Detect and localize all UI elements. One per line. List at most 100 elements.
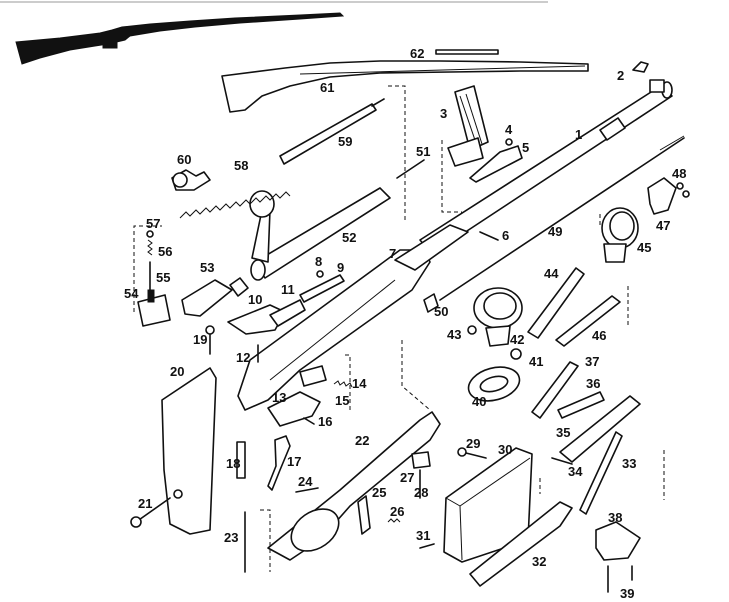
part-label-61: 61 — [320, 80, 334, 95]
part-label-27: 27 — [400, 470, 414, 485]
part-label-2: 2 — [617, 68, 624, 83]
part-label-47: 47 — [656, 218, 670, 233]
part-label-35: 35 — [556, 425, 570, 440]
part-label-43: 43 — [447, 327, 461, 342]
part-label-58: 58 — [234, 158, 248, 173]
part-label-21: 21 — [138, 496, 152, 511]
part-label-20: 20 — [170, 364, 184, 379]
part-label-22: 22 — [355, 433, 369, 448]
part-label-40: 40 — [472, 394, 486, 409]
part-label-51: 51 — [416, 144, 430, 159]
part-label-3: 3 — [440, 106, 447, 121]
part-60 — [171, 169, 211, 191]
part-label-53: 53 — [200, 260, 214, 275]
part-spring-5 — [469, 145, 523, 183]
part-front-sight — [632, 61, 649, 73]
part-safety — [137, 289, 171, 327]
part-label-5: 5 — [522, 140, 529, 155]
part-label-19: 19 — [193, 332, 207, 347]
part-bolt-sleeve — [229, 277, 249, 297]
part-label-38: 38 — [608, 510, 622, 525]
part-label-24: 24 — [298, 474, 313, 489]
part-label-29: 29 — [466, 436, 480, 451]
part-47 — [647, 177, 677, 215]
rifle-silhouette — [15, 12, 345, 65]
part-18 — [236, 441, 246, 479]
part-label-39: 39 — [620, 586, 634, 601]
part-firing-pin — [279, 98, 385, 165]
part-label-6: 6 — [502, 228, 509, 243]
part-33 — [579, 431, 623, 515]
part-9 — [299, 274, 345, 303]
part-bolt-handle — [249, 190, 275, 263]
part-26-spring — [387, 518, 401, 523]
part-36 — [557, 391, 605, 419]
part-41 — [510, 348, 522, 360]
part-label-42: 42 — [510, 332, 524, 347]
part-label-36: 36 — [586, 376, 600, 391]
part-label-10: 10 — [248, 292, 262, 307]
part-rear-sight — [447, 85, 489, 167]
part-butt-plate-hole — [173, 489, 183, 499]
part-42-inner — [483, 292, 517, 320]
part-25 — [357, 495, 371, 535]
part-44 — [527, 267, 585, 339]
part-label-41: 41 — [529, 354, 543, 369]
part-butt-plate — [161, 367, 217, 535]
part-label-45: 45 — [637, 240, 651, 255]
part-cocking-piece — [181, 279, 233, 317]
part-label-46: 46 — [592, 328, 606, 343]
part-16 — [303, 417, 315, 425]
part-label-50: 50 — [434, 304, 448, 319]
part-label-17: 17 — [287, 454, 301, 469]
part-trigger-guard — [267, 411, 441, 561]
part-receiver — [237, 224, 469, 411]
part-label-13: 13 — [272, 390, 286, 405]
part-38 — [595, 521, 641, 561]
part-label-7: 7 — [389, 246, 396, 261]
part-label-32: 32 — [532, 554, 546, 569]
part-37 — [531, 361, 579, 419]
part-13 — [267, 391, 321, 427]
part-label-57: 57 — [146, 216, 160, 231]
part-31 — [419, 543, 435, 549]
part-label-52: 52 — [342, 230, 356, 245]
part-34 — [551, 457, 573, 465]
part-label-55: 55 — [156, 270, 170, 285]
part-pin-6 — [479, 231, 499, 241]
part-label-33: 33 — [622, 456, 636, 471]
part-label-18: 18 — [226, 456, 240, 471]
part-label-11: 11 — [281, 282, 295, 297]
part-floor-plate — [469, 501, 573, 587]
part-label-16: 16 — [318, 414, 332, 429]
part-24 — [295, 487, 319, 493]
part-21-head — [130, 516, 142, 528]
part-15 — [299, 365, 327, 387]
part-label-37: 37 — [585, 354, 599, 369]
part-19-head — [205, 325, 215, 335]
part-27 — [411, 451, 431, 469]
part-label-28: 28 — [414, 485, 428, 500]
part-48b — [682, 190, 690, 198]
part-label-31: 31 — [416, 528, 430, 543]
part-label-34: 34 — [568, 464, 583, 479]
part-label-25: 25 — [372, 485, 386, 500]
part-stock — [221, 60, 589, 113]
part-50 — [423, 293, 439, 313]
part-label-26: 26 — [390, 504, 404, 519]
guide-lines — [133, 85, 665, 572]
part-label-56: 56 — [158, 244, 172, 259]
part-35 — [559, 395, 641, 463]
part-29-head — [457, 447, 467, 457]
part-17 — [267, 435, 291, 491]
part-label-1: 1 — [575, 127, 582, 142]
part-14-spring — [333, 380, 353, 388]
part-56-spring — [147, 239, 153, 256]
part-cleaning-rod — [435, 49, 499, 55]
part-45-inner — [609, 211, 635, 241]
part-rod — [439, 135, 685, 301]
part-11 — [269, 299, 306, 327]
part-label-4: 4 — [505, 122, 513, 137]
